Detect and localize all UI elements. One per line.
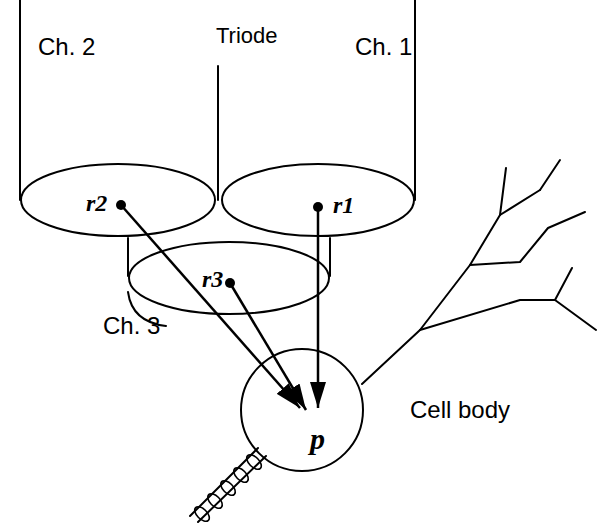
myelin-sheath	[205, 491, 225, 511]
channel-ellipse: Ch. 2r2	[20, 163, 216, 237]
dendrite	[540, 160, 560, 190]
arrow-connector	[121, 205, 300, 408]
point-label: r2	[86, 191, 107, 215]
point-label: r3	[202, 267, 223, 291]
arrow-connector	[317, 207, 320, 408]
channel-outline	[20, 163, 216, 237]
cell-body: pCell body	[240, 348, 364, 472]
channel-outline	[129, 242, 329, 314]
channel-outline	[221, 163, 415, 237]
channel-ellipse: Ch. 1r1	[221, 163, 415, 237]
dendrite	[362, 190, 540, 384]
axon	[190, 448, 258, 516]
channel-label: Ch. 2	[38, 35, 95, 59]
device-label: Triode	[216, 25, 278, 47]
dendrite	[500, 168, 506, 215]
dendrite	[555, 268, 572, 300]
channel-label: Ch. 1	[355, 35, 412, 59]
channel-label: Ch. 3	[103, 314, 160, 338]
myelin-sheath	[231, 465, 251, 485]
channel-outline	[222, 164, 414, 236]
channel-outline	[128, 241, 330, 315]
triode-wire	[414, 0, 416, 200]
triode-wire	[19, 0, 21, 200]
point-dot	[225, 278, 235, 288]
point-dot	[313, 202, 323, 212]
cell-label: Cell body	[410, 398, 510, 422]
arrow-connector	[230, 283, 306, 410]
triode-wire	[329, 238, 331, 276]
channel-ellipse: Ch. 3r3	[128, 241, 330, 315]
dendrite	[470, 212, 585, 265]
dendrite	[420, 300, 596, 330]
cell-outline	[241, 349, 363, 471]
point-label: p	[310, 424, 325, 454]
cell-outline	[240, 348, 364, 472]
point-dot	[116, 200, 126, 210]
axon	[198, 456, 266, 522]
point-label: r1	[333, 193, 354, 217]
channel-outline	[21, 164, 215, 236]
triode-wire	[217, 66, 219, 200]
triode-wire	[127, 238, 129, 276]
myelin-sheath	[192, 504, 212, 523]
myelin-sheath	[218, 478, 238, 498]
